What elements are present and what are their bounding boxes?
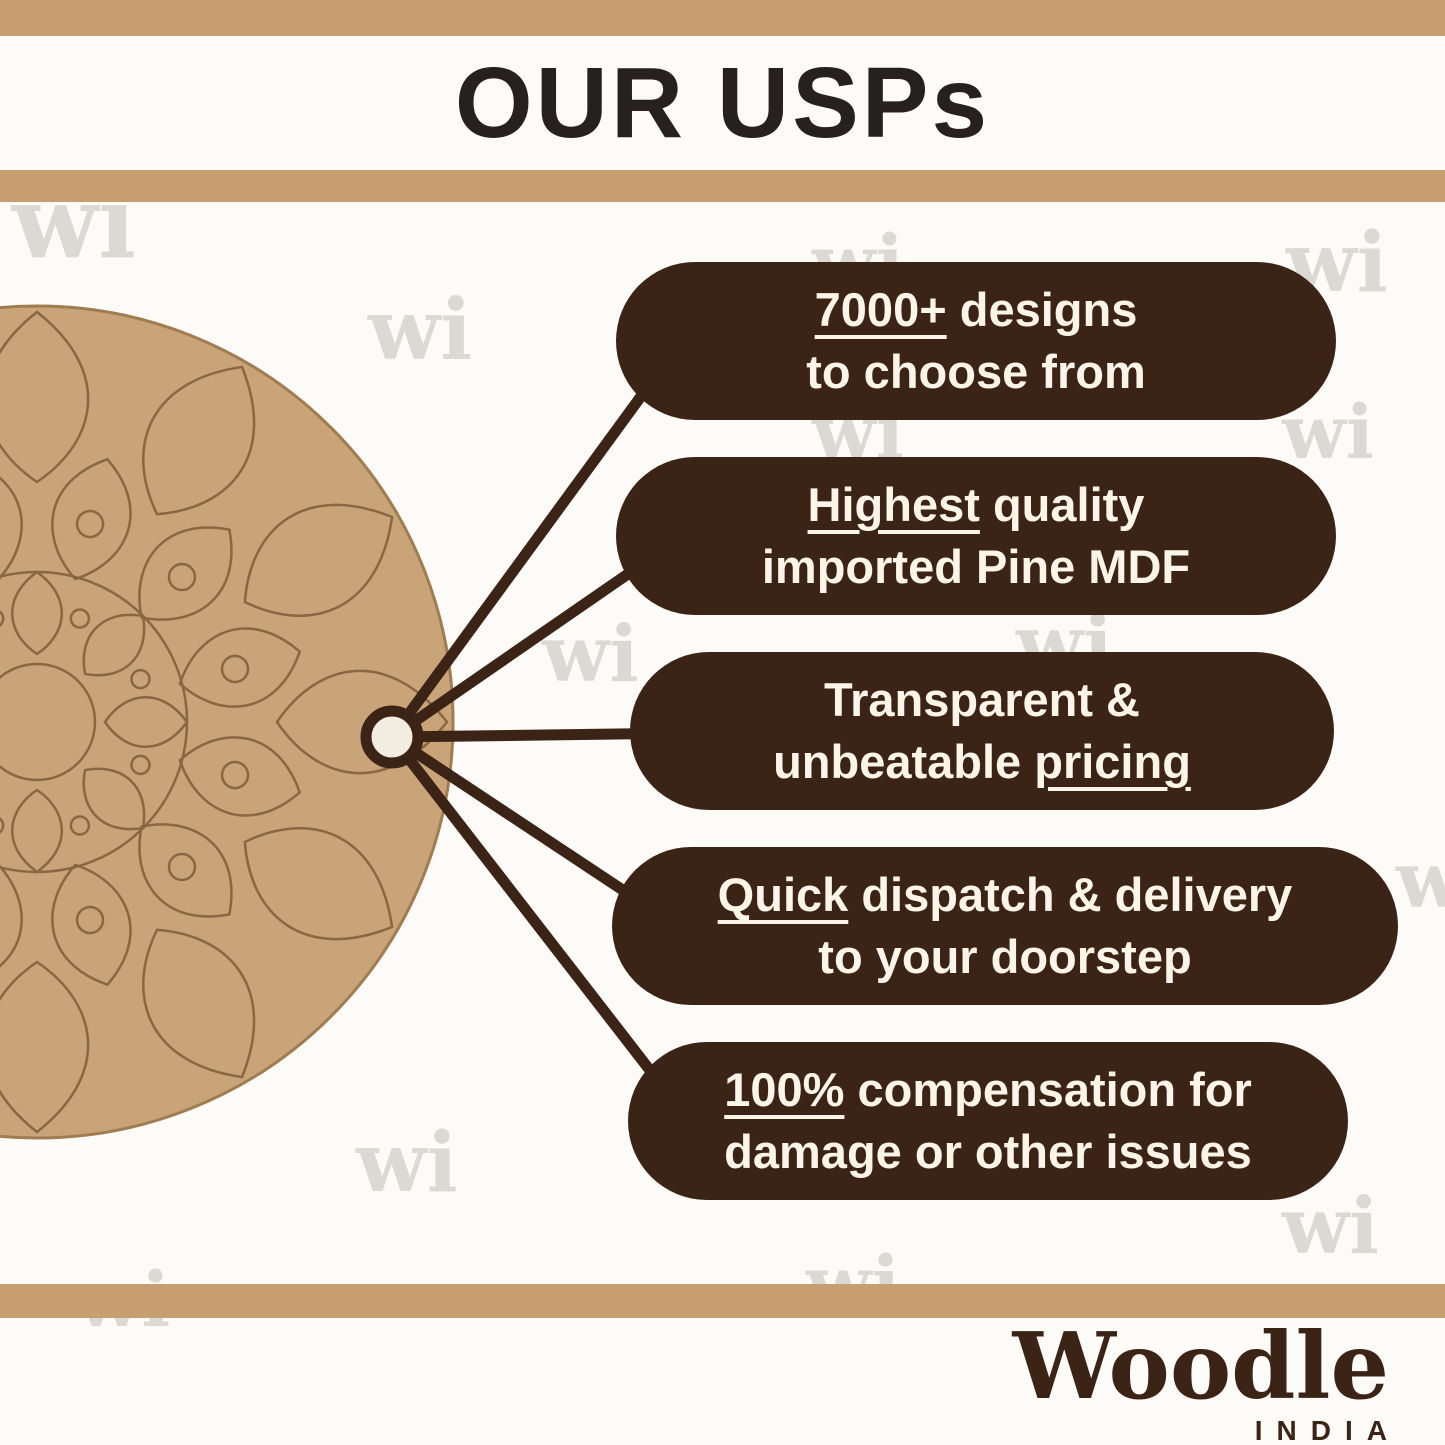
usp-line: to choose from (806, 345, 1146, 398)
usp-badge-quality: Highest quality imported Pine MDF (616, 457, 1336, 615)
usp-line: Quick dispatch & delivery (717, 867, 1293, 921)
brand-watermark: wi (356, 1115, 458, 1211)
usp-line: 7000+ designs (814, 282, 1138, 336)
brand-country-text: INDIA (1254, 1414, 1401, 1445)
brand-watermark: wi (1282, 1181, 1379, 1272)
footer-divider-band (0, 1284, 1445, 1318)
usp-line: 100% compensation for (724, 1062, 1252, 1116)
usp-badge-compensation: 100% compensation for damage or other is… (628, 1042, 1348, 1200)
usp-line: to your doorstep (818, 930, 1192, 983)
usp-badge-pricing: Transparent & unbeatable pricing (630, 652, 1334, 810)
usp-badge-designs: 7000+ designs to choose from (616, 262, 1336, 420)
header-divider-band (0, 170, 1445, 202)
page-title: OUR USPs (454, 47, 991, 159)
usp-badge-delivery: Quick dispatch & delivery to your doorst… (612, 847, 1398, 1005)
brand-watermark: wi (1396, 835, 1445, 926)
usp-line: unbeatable pricing (773, 735, 1191, 788)
header: OUR USPs (0, 36, 1445, 170)
usp-line: imported Pine MDF (761, 540, 1191, 593)
brand-watermark: wi (368, 280, 473, 379)
footer-brand: Woodle INDIA (1013, 1318, 1389, 1445)
usp-line: Transparent & (823, 672, 1141, 726)
brand-logo-text: Woodle (1012, 1312, 1389, 1420)
mandala-board (0, 304, 455, 1140)
top-band (0, 0, 1445, 36)
usp-line: Highest quality (807, 477, 1145, 531)
hub-dot (360, 705, 424, 769)
usp-line: damage or other issues (724, 1125, 1252, 1178)
